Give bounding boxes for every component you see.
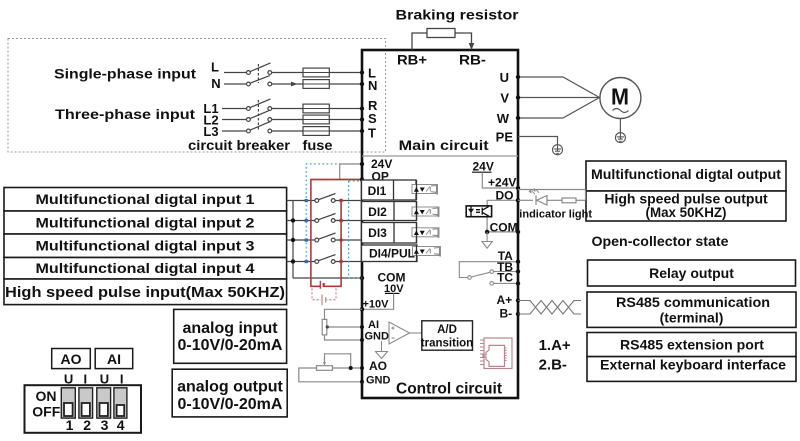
- svg-text:AO: AO: [61, 351, 82, 367]
- svg-text:M: M: [611, 84, 629, 110]
- svg-text:(Max 50KHZ): (Max 50KHZ): [646, 204, 727, 220]
- svg-text:TB: TB: [497, 260, 513, 274]
- svg-text:A/D: A/D: [437, 324, 457, 336]
- svg-text:0-10V/0-20mA: 0-10V/0-20mA: [178, 396, 283, 413]
- svg-text:Relay output: Relay output: [649, 265, 734, 281]
- svg-text:Multifunctional digtal input 2: Multifunctional digtal input 2: [36, 215, 255, 231]
- svg-text:ON: ON: [36, 388, 57, 404]
- svg-text:DO: DO: [496, 189, 514, 203]
- svg-text:RS485 communication: RS485 communication: [616, 294, 770, 310]
- svg-text:AI: AI: [368, 319, 379, 331]
- svg-text:N: N: [211, 76, 220, 91]
- svg-text:GND: GND: [365, 331, 390, 343]
- svg-text:A+: A+: [497, 293, 513, 307]
- svg-text:analog input: analog input: [182, 320, 278, 337]
- svg-text:RB-: RB-: [459, 52, 486, 68]
- svg-text:Open-collector state: Open-collector state: [592, 233, 729, 249]
- svg-text:24V: 24V: [473, 160, 494, 174]
- svg-text:U: U: [500, 70, 509, 85]
- svg-text:N: N: [368, 78, 377, 93]
- svg-text:GND: GND: [366, 375, 391, 387]
- svg-text:Control circuit: Control circuit: [396, 381, 503, 398]
- svg-text:L1: L1: [203, 101, 218, 116]
- svg-text:0-10V/0-20mA: 0-10V/0-20mA: [178, 337, 283, 354]
- svg-text:AO: AO: [369, 359, 387, 373]
- svg-text:Multifunctional digtal input 4: Multifunctional digtal input 4: [36, 260, 255, 276]
- svg-text:I: I: [83, 372, 87, 387]
- svg-text:fuse: fuse: [303, 138, 334, 153]
- svg-text:V: V: [500, 91, 509, 106]
- svg-text:U: U: [64, 372, 73, 387]
- svg-text:2.B-: 2.B-: [539, 357, 567, 374]
- svg-text:4: 4: [117, 417, 125, 433]
- svg-text:10V: 10V: [384, 283, 404, 295]
- svg-text:Multifunctional digtal output: Multifunctional digtal output: [591, 166, 781, 182]
- svg-text:TC: TC: [497, 271, 513, 285]
- svg-text:DI1: DI1: [368, 184, 387, 198]
- svg-text:R: R: [368, 98, 378, 113]
- svg-text:PE: PE: [496, 130, 514, 145]
- svg-text:Multifunctional digtal input 3: Multifunctional digtal input 3: [36, 238, 255, 254]
- svg-text:1: 1: [66, 417, 74, 433]
- svg-text:transition: transition: [421, 338, 473, 350]
- svg-text:I: I: [120, 372, 124, 387]
- svg-text:RS485 extension port: RS485 extension port: [620, 337, 764, 353]
- svg-text:T: T: [368, 126, 376, 141]
- svg-text:+24V: +24V: [488, 176, 516, 190]
- svg-text:L: L: [211, 60, 219, 75]
- svg-text:2: 2: [83, 417, 91, 433]
- svg-text:U: U: [100, 372, 109, 387]
- svg-text:B-: B-: [500, 307, 513, 321]
- svg-text:+10V: +10V: [363, 299, 390, 311]
- svg-text:High speed pulse output: High speed pulse output: [604, 191, 768, 207]
- svg-text:W: W: [497, 111, 510, 126]
- svg-text:S: S: [368, 111, 377, 126]
- svg-text:1.A+: 1.A+: [539, 337, 571, 354]
- svg-text:External keyboard interface: External keyboard interface: [600, 357, 786, 373]
- svg-text:Main circuit: Main circuit: [399, 137, 489, 153]
- svg-text:3: 3: [101, 417, 109, 433]
- svg-text:24V: 24V: [371, 157, 392, 171]
- svg-text:L3: L3: [203, 124, 218, 139]
- svg-text:DI4/PUL: DI4/PUL: [369, 247, 415, 261]
- svg-text:(terminal): (terminal): [660, 310, 724, 326]
- svg-text:TA: TA: [498, 249, 513, 263]
- svg-text:Multifunctional digtal input 1: Multifunctional digtal input 1: [36, 191, 255, 207]
- svg-text:L2: L2: [203, 113, 218, 128]
- svg-text:COM: COM: [490, 221, 518, 235]
- svg-text:Single-phase input: Single-phase input: [54, 67, 197, 82]
- svg-text:indicator light: indicator light: [519, 209, 592, 221]
- svg-text:AI: AI: [107, 351, 121, 367]
- svg-text:DI2: DI2: [368, 205, 387, 219]
- svg-text:Three-phase input: Three-phase input: [55, 107, 196, 122]
- svg-text:OFF: OFF: [32, 404, 60, 420]
- svg-text:Braking resistor: Braking resistor: [396, 7, 520, 23]
- svg-text:High speed pulse input(Max 50K: High speed pulse input(Max 50KHZ): [5, 285, 285, 301]
- svg-text:DI3: DI3: [368, 226, 387, 240]
- svg-text:L: L: [368, 66, 376, 81]
- svg-text:RB+: RB+: [397, 52, 427, 68]
- svg-text:circuit breaker: circuit breaker: [188, 138, 291, 153]
- svg-text:COM: COM: [378, 271, 406, 285]
- svg-text:analog output: analog output: [177, 379, 283, 396]
